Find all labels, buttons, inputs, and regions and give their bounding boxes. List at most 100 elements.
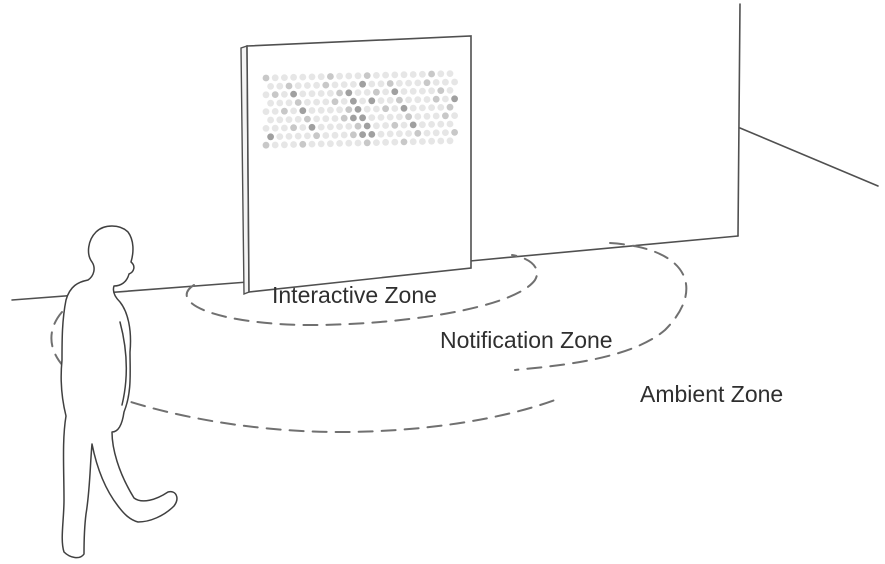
display-dot bbox=[281, 141, 288, 149]
display-dot bbox=[377, 97, 385, 104]
display-dot bbox=[363, 122, 371, 130]
display-dot bbox=[382, 122, 389, 129]
display-dot bbox=[451, 129, 458, 136]
display-dot bbox=[290, 73, 297, 81]
display-dot bbox=[437, 137, 445, 145]
display-dot bbox=[345, 106, 353, 113]
interactive-zone-label: Interactive Zone bbox=[272, 282, 437, 308]
display-dot bbox=[313, 115, 320, 123]
display-dot bbox=[432, 79, 440, 86]
display-dot bbox=[331, 81, 339, 89]
display-dot bbox=[359, 97, 366, 105]
display-dot bbox=[373, 122, 380, 130]
display-dot bbox=[373, 105, 380, 113]
display-dot bbox=[304, 115, 311, 123]
display-dot bbox=[299, 124, 307, 131]
display-dot bbox=[308, 107, 316, 114]
display-dot bbox=[281, 91, 288, 98]
display-dot bbox=[317, 123, 325, 131]
display-dot bbox=[285, 99, 293, 107]
ambient-zone-label: Ambient Zone bbox=[640, 381, 784, 407]
person-silhouette bbox=[60, 225, 178, 559]
display-dot bbox=[400, 88, 408, 95]
display-dot bbox=[419, 70, 426, 78]
display-dot bbox=[327, 89, 334, 97]
display-dot bbox=[304, 132, 311, 140]
display-dot bbox=[437, 87, 445, 94]
display-dot bbox=[299, 90, 307, 98]
display-dot bbox=[391, 138, 399, 146]
display-dot bbox=[281, 124, 288, 132]
display-dot bbox=[359, 131, 366, 139]
display-dot bbox=[423, 112, 431, 120]
display-dot bbox=[308, 123, 316, 131]
display-dot bbox=[382, 88, 389, 96]
display-dot bbox=[308, 140, 316, 148]
display-dot bbox=[299, 73, 307, 81]
display-dot bbox=[336, 72, 343, 80]
display-dot bbox=[368, 114, 376, 121]
wall-corner bbox=[737, 3, 741, 237]
display-dot bbox=[419, 104, 426, 112]
display-dot bbox=[290, 90, 297, 98]
display-dot bbox=[428, 104, 435, 111]
display-dot bbox=[350, 114, 357, 122]
display-dot bbox=[354, 89, 362, 96]
display-dot bbox=[345, 72, 353, 80]
display-dot bbox=[414, 79, 422, 87]
display-dot bbox=[262, 108, 270, 115]
display-dot bbox=[354, 122, 362, 130]
display-dot bbox=[350, 131, 357, 139]
display-dot bbox=[262, 141, 270, 149]
display-dot bbox=[446, 87, 454, 94]
display-dot bbox=[317, 140, 325, 148]
display-dot bbox=[373, 88, 380, 96]
display-dot bbox=[317, 106, 325, 114]
display-dot bbox=[290, 124, 297, 132]
display-dot bbox=[446, 70, 454, 77]
display-dot bbox=[373, 139, 380, 147]
display-dot bbox=[368, 80, 376, 88]
display-dot bbox=[432, 95, 440, 103]
display-dot-pattern bbox=[262, 70, 458, 149]
display-dot bbox=[285, 116, 293, 123]
display-dot bbox=[405, 96, 412, 104]
display-dot bbox=[409, 104, 417, 112]
display-dot bbox=[331, 115, 339, 122]
display-dot bbox=[271, 74, 279, 82]
display-dot bbox=[271, 141, 279, 149]
display-dot bbox=[285, 82, 293, 90]
display-dot bbox=[331, 98, 339, 106]
display-dot bbox=[437, 70, 445, 78]
display-dot bbox=[409, 138, 417, 146]
display-dot bbox=[350, 81, 357, 88]
display-dot bbox=[327, 106, 334, 114]
display-dot bbox=[363, 89, 371, 96]
display-dot bbox=[322, 115, 330, 123]
display-dot bbox=[271, 91, 279, 98]
display-dot bbox=[442, 95, 449, 103]
display-dot bbox=[336, 106, 343, 114]
display-dot bbox=[345, 89, 353, 97]
room-outline bbox=[11, 3, 879, 301]
display-dot bbox=[419, 87, 426, 95]
display-dot bbox=[354, 139, 362, 147]
display-dot bbox=[451, 78, 458, 86]
display-dot bbox=[327, 140, 334, 148]
display-dot bbox=[267, 83, 274, 90]
display-dot bbox=[400, 104, 408, 112]
display-dot bbox=[446, 103, 454, 111]
display-dot bbox=[382, 105, 389, 113]
display-dot bbox=[354, 72, 362, 80]
display-dot bbox=[276, 99, 284, 107]
display-dot bbox=[396, 96, 403, 104]
display-dot bbox=[294, 115, 302, 123]
display-dot bbox=[400, 71, 408, 79]
display-dot bbox=[451, 95, 458, 103]
side-wall-floor-edge bbox=[739, 127, 879, 187]
display-dot bbox=[396, 79, 403, 87]
notification-zone-label: Notification Zone bbox=[440, 327, 613, 353]
floor-baseline-right bbox=[469, 235, 739, 262]
display-dot bbox=[405, 113, 412, 121]
display-dot bbox=[331, 131, 339, 139]
